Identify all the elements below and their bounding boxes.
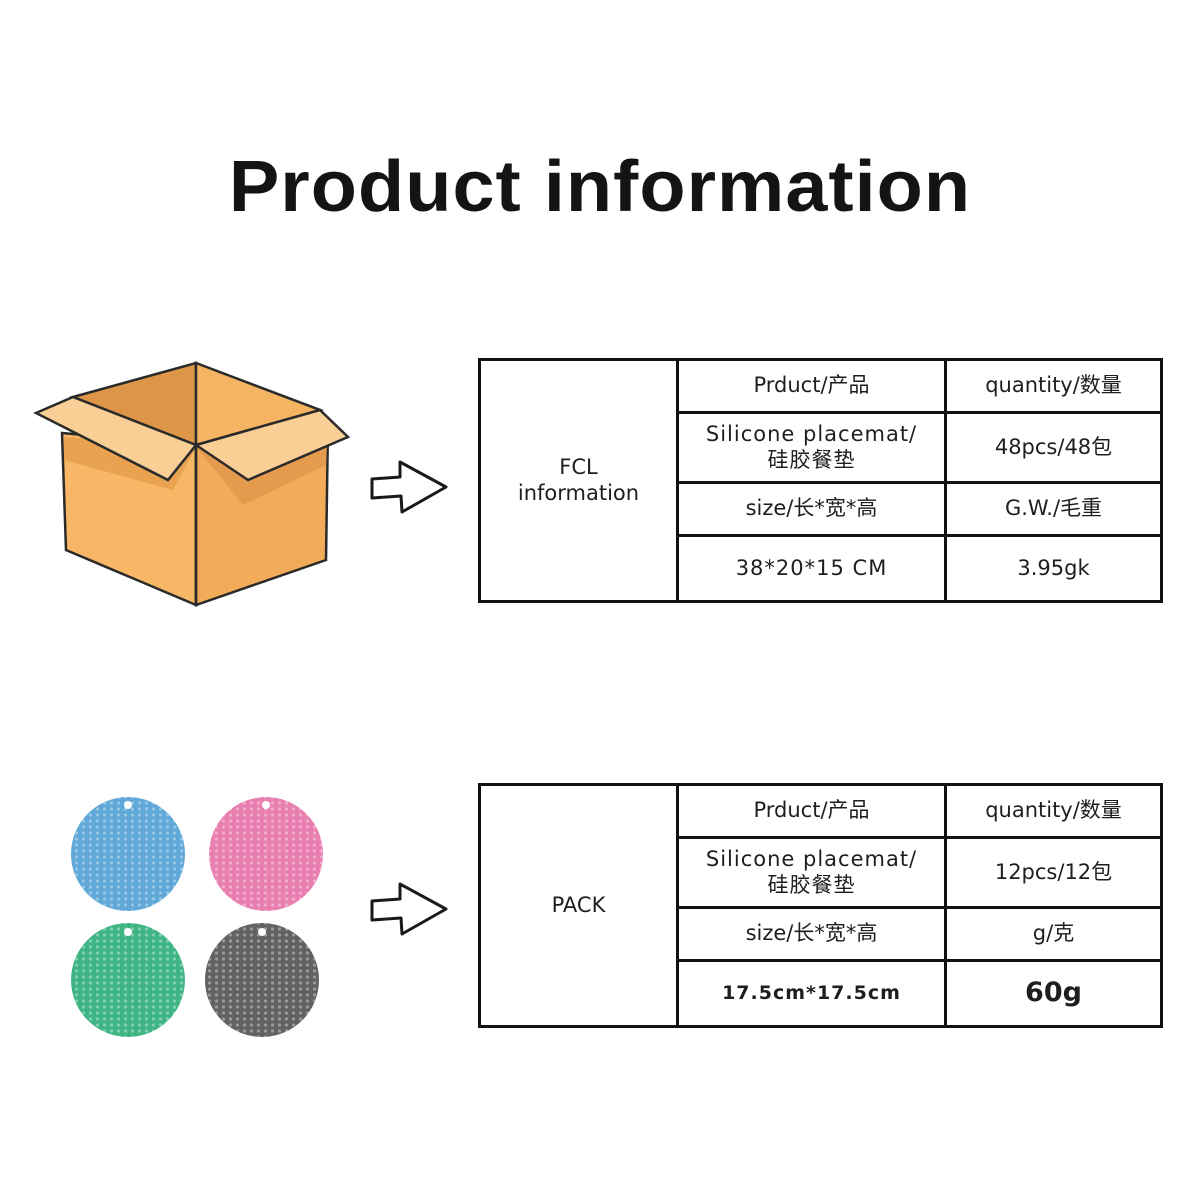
table-row: size/长*宽*高 G.W./毛重 (480, 481, 1163, 537)
size-value-cell: 17.5cm*17.5cm (676, 959, 947, 1028)
table-row: 38*20*15 CM 3.95gk (480, 534, 1163, 603)
pink-mat (209, 797, 323, 911)
table-row: size/长*宽*高 g/克 (480, 906, 1163, 962)
fcl-label-line2: information (517, 480, 640, 505)
cardboard-box-icon (33, 361, 351, 607)
quantity-header-cell: quantity/数量 (944, 783, 1163, 839)
green-mat (71, 923, 185, 1037)
table-row: Silicone placemat/ 硅胶餐垫 48pcs/48包 (480, 411, 1163, 484)
table-row: FCL information Prduct/产品 quantity/数量 (478, 358, 1163, 603)
table-row: PACK Prduct/产品 quantity/数量 (478, 783, 1163, 1028)
product-header-cell: Prduct/产品 (676, 358, 947, 414)
product-name-cn: 硅胶餐垫 (767, 872, 856, 897)
quantity-value-cell: 12pcs/12包 (944, 836, 1163, 909)
product-name-cn: 硅胶餐垫 (767, 447, 856, 472)
size-header-cell: size/长*宽*高 (676, 906, 947, 962)
silicone-mats-image (71, 797, 323, 1037)
weight-header-cell: G.W./毛重 (944, 481, 1163, 537)
weight-value-cell: 60g (944, 959, 1163, 1028)
blue-mat (71, 797, 185, 911)
pack-label-cell: PACK (478, 783, 679, 1028)
right-arrow-icon (370, 882, 448, 936)
size-header-cell: size/长*宽*高 (676, 481, 947, 537)
pack-info-table: PACK Prduct/产品 quantity/数量 Silicone plac… (478, 783, 1163, 1028)
quantity-value-cell: 48pcs/48包 (944, 411, 1163, 484)
fcl-label-line1: FCL (559, 455, 598, 480)
right-arrow-icon (370, 460, 448, 514)
page-title: Product information (228, 147, 972, 227)
table-row: 17.5cm*17.5cm 60g (480, 959, 1163, 1028)
gray-mat (205, 923, 319, 1037)
quantity-header-cell: quantity/数量 (944, 358, 1163, 414)
fcl-info-table: FCL information Prduct/产品 quantity/数量 Si… (478, 358, 1163, 603)
product-name-cell: Silicone placemat/ 硅胶餐垫 (676, 836, 947, 909)
product-name-en: Silicone placemat/ (705, 847, 918, 872)
weight-value-cell: 3.95gk (944, 534, 1163, 603)
size-value-cell: 38*20*15 CM (676, 534, 947, 603)
fcl-label-cell: FCL information (478, 358, 679, 603)
weight-header-cell: g/克 (944, 906, 1163, 962)
product-name-cell: Silicone placemat/ 硅胶餐垫 (676, 411, 947, 484)
product-header-cell: Prduct/产品 (676, 783, 947, 839)
table-row: Silicone placemat/ 硅胶餐垫 12pcs/12包 (480, 836, 1163, 909)
product-name-en: Silicone placemat/ (705, 422, 918, 447)
box-flap-right (193, 408, 351, 482)
